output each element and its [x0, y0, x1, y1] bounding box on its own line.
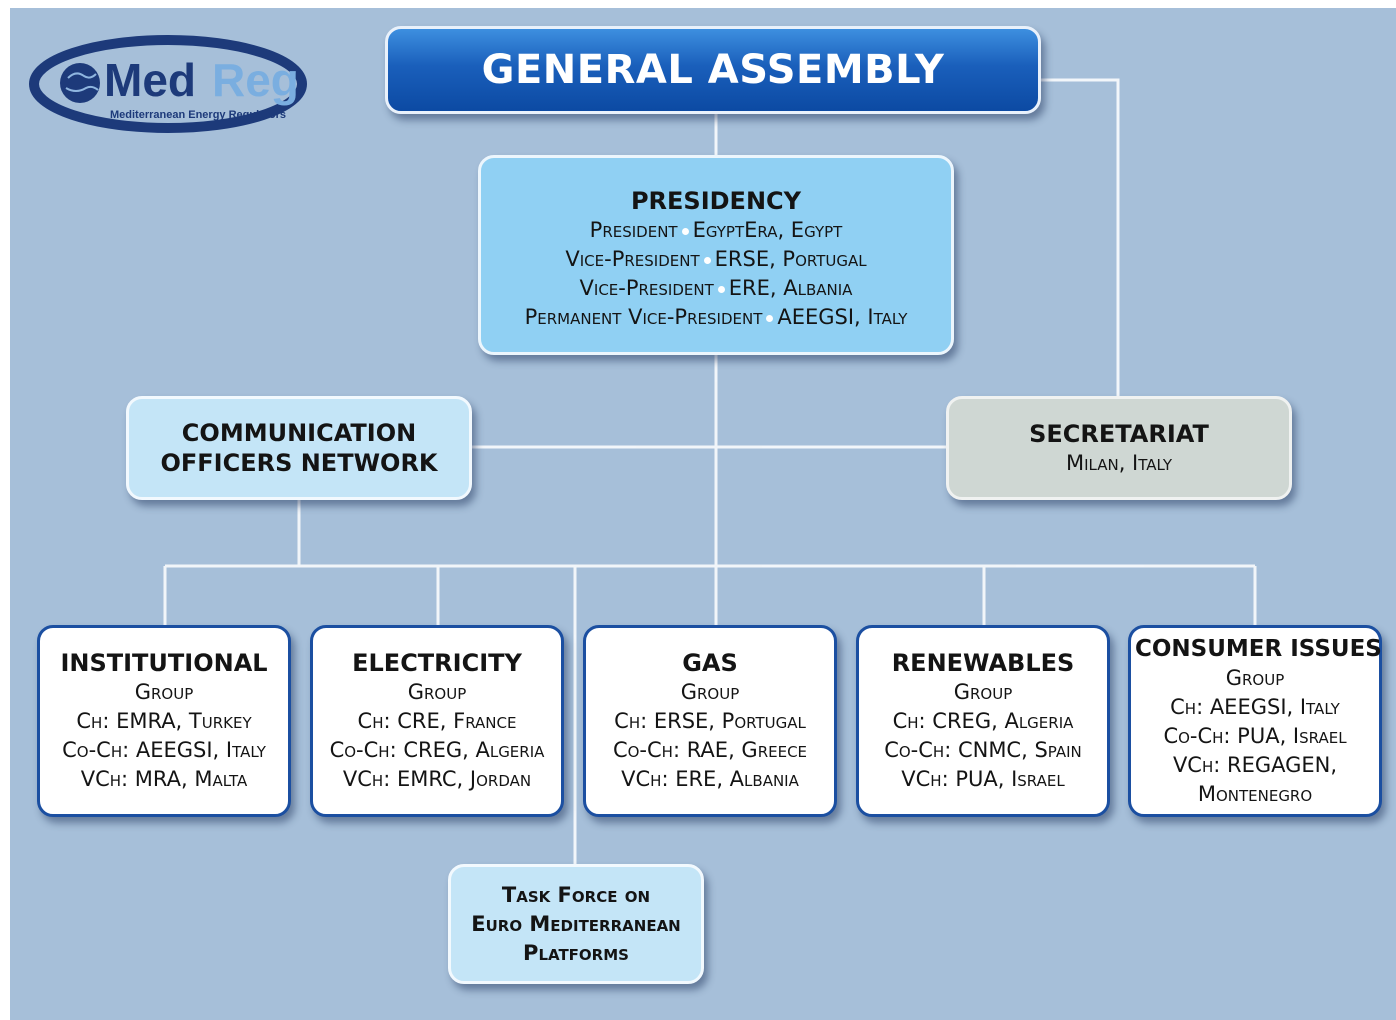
logo-text-med: Med	[104, 54, 196, 106]
task-force-line: Task Force on	[501, 882, 651, 907]
group-co-chair: Co-Ch: RAE, Greece	[612, 738, 808, 762]
group-vice-chair: VCh: REGAGEN,	[1172, 752, 1338, 777]
member-org: EgyptEra, Egypt	[692, 218, 843, 242]
medreg-logo: Med Reg Mediterranean Energy Regulators	[29, 35, 307, 133]
task-force-line: Euro Mediterranean	[471, 911, 681, 936]
communication-title-line1: COMMUNICATION	[181, 419, 417, 447]
group-co-chair: Co-Ch: PUA, Israel	[1163, 723, 1347, 748]
general-assembly-box: GENERAL ASSEMBLY	[385, 26, 1041, 114]
bullet-icon	[717, 285, 725, 293]
group-chair: Ch: EMRA, Turkey	[76, 709, 252, 733]
group-title: CONSUMER ISSUES	[1135, 635, 1382, 662]
member-role: President	[589, 218, 678, 242]
group-subtitle: Group	[1225, 665, 1285, 690]
secretariat-box: SECRETARIAT Milan, Italy	[946, 396, 1292, 500]
group-title: RENEWABLES	[891, 649, 1075, 677]
group-subtitle: Group	[953, 680, 1013, 704]
bullet-icon	[703, 256, 711, 264]
group-co-chair: Co-Ch: CREG, Algeria	[329, 738, 545, 762]
presidency-member: Permanent Vice-President AEEGSI, Italy	[481, 303, 951, 332]
group-box-renewables: RENEWABLES Group Ch: CREG, Algeria Co-Ch…	[856, 625, 1110, 817]
bullet-icon	[681, 227, 689, 235]
task-force-line: Platforms	[523, 940, 629, 965]
logo-text-reg: Reg	[212, 54, 299, 106]
globe-icon	[60, 63, 100, 103]
member-org: AEEGSI, Italy	[777, 305, 908, 329]
group-subtitle: Group	[680, 680, 740, 704]
group-chair: Ch: CRE, France	[357, 709, 517, 733]
task-force-box: Task Force on Euro Mediterranean Platfor…	[448, 864, 704, 984]
member-role: Vice-President	[565, 247, 700, 271]
member-org: ERE, Albania	[728, 276, 853, 300]
presidency-member: Vice-President ERSE, Portugal	[481, 245, 951, 274]
group-vice-chair: VCh: PUA, Israel	[901, 767, 1065, 791]
group-box-institutional: INSTITUTIONAL Group Ch: EMRA, Turkey Co-…	[37, 625, 291, 817]
bullet-icon	[766, 314, 774, 322]
member-role: Vice-President	[579, 276, 714, 300]
group-box-consumer-issues: CONSUMER ISSUES Group Ch: AEEGSI, Italy …	[1128, 625, 1382, 817]
group-chair: Ch: AEEGSI, Italy	[1170, 694, 1340, 719]
general-assembly-label: GENERAL ASSEMBLY	[481, 47, 945, 93]
group-vice-chair: VCh: ERE, Albania	[621, 767, 799, 791]
logo-tagline: Mediterranean Energy Regulators	[110, 109, 286, 121]
group-title: ELECTRICITY	[352, 649, 522, 677]
presidency-member: Vice-President ERE, Albania	[481, 274, 951, 303]
group-box-gas: GAS Group Ch: ERSE, Portugal Co-Ch: RAE,…	[583, 625, 837, 817]
member-org: ERSE, Portugal	[714, 247, 867, 271]
group-co-chair: Co-Ch: AEEGSI, Italy	[62, 738, 266, 762]
presidency-box: PRESIDENCY President EgyptEra, Egypt Vice…	[478, 155, 954, 355]
communication-officers-box: COMMUNICATION OFFICERS NETWORK	[126, 396, 472, 500]
group-subtitle: Group	[134, 680, 194, 704]
presidency-title: PRESIDENCY	[630, 187, 802, 215]
member-role: Permanent Vice-President	[524, 305, 763, 329]
group-chair: Ch: CREG, Algeria	[892, 709, 1074, 733]
group-vice-chair: VCh: MRA, Malta	[80, 767, 248, 791]
secretariat-location: Milan, Italy	[1065, 451, 1173, 475]
group-co-chair: Co-Ch: CNMC, Spain	[884, 738, 1082, 762]
group-chair: Ch: ERSE, Portugal	[614, 709, 806, 733]
group-vice-chair-country: Montenegro	[1197, 781, 1313, 806]
group-box-electricity: ELECTRICITY Group Ch: CRE, France Co-Ch:…	[310, 625, 564, 817]
group-title: GAS	[682, 649, 738, 677]
group-vice-chair: VCh: EMRC, Jordan	[342, 767, 532, 791]
secretariat-title: SECRETARIAT	[1029, 420, 1209, 448]
group-subtitle: Group	[407, 680, 467, 704]
group-title: INSTITUTIONAL	[60, 649, 268, 677]
communication-title-line2: OFFICERS NETWORK	[160, 449, 438, 477]
presidency-member: President EgyptEra, Egypt	[481, 216, 951, 245]
